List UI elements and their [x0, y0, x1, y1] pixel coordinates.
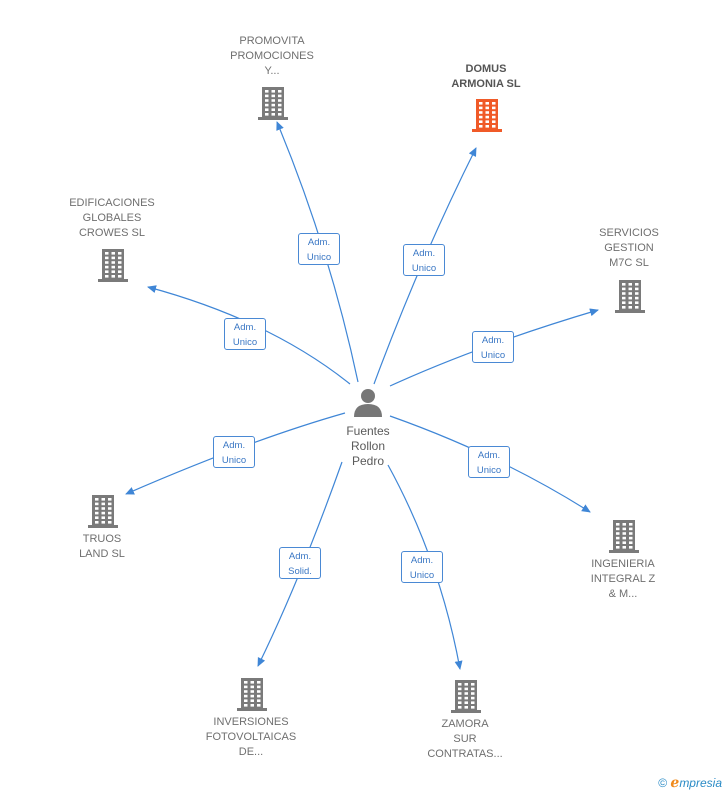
- company-label-inversiones[interactable]: INVERSIONES FOTOVOLTAICAS DE...: [205, 716, 297, 758]
- role-badge-zamora[interactable]: Adm. Unico: [401, 551, 443, 583]
- company-label-servicios[interactable]: SERVICIOS GESTION M7C SL: [599, 227, 659, 269]
- person-label[interactable]: Fuentes Rollon Pedro: [346, 424, 390, 468]
- building-icon-domus[interactable]: [472, 99, 502, 132]
- role-badge-inversiones[interactable]: Adm. Solid.: [279, 547, 321, 579]
- company-label-promovita[interactable]: PROMOVITA PROMOCIONES Y...: [230, 35, 314, 77]
- company-label-truos[interactable]: TRUOS LAND SL: [79, 533, 125, 560]
- building-icon-promovita[interactable]: [258, 87, 288, 120]
- building-icon-ingenieria[interactable]: [609, 520, 639, 553]
- empresia-logo-e: ℯ: [670, 774, 680, 790]
- company-label-ingenieria[interactable]: INGENIERIA INTEGRAL Z & M...: [590, 558, 656, 600]
- copyright-symbol: ©: [658, 776, 668, 790]
- building-icon-zamora[interactable]: [451, 680, 481, 713]
- building-icon-servicios[interactable]: [615, 280, 645, 313]
- building-icon-truos[interactable]: [88, 495, 118, 528]
- role-badge-truos[interactable]: Adm. Unico: [213, 436, 255, 468]
- role-badge-servicios[interactable]: Adm. Unico: [472, 331, 514, 363]
- role-badge-ingenieria[interactable]: Adm. Unico: [468, 446, 510, 478]
- empresia-logo-text: mpresia: [679, 776, 722, 790]
- empresia-footer[interactable]: © ℯmpresia: [658, 774, 722, 791]
- role-badge-domus[interactable]: Adm. Unico: [403, 244, 445, 276]
- role-badge-edificaciones[interactable]: Adm. Unico: [224, 318, 266, 350]
- building-icon-edificaciones[interactable]: [98, 249, 128, 282]
- building-icon-inversiones[interactable]: [237, 678, 267, 711]
- company-label-domus[interactable]: DOMUS ARMONIA SL: [451, 63, 521, 90]
- company-label-zamora[interactable]: ZAMORA SUR CONTRATAS...: [427, 718, 503, 760]
- company-label-edificaciones[interactable]: EDIFICACIONES GLOBALES CROWES SL: [69, 197, 155, 239]
- role-badge-promovita[interactable]: Adm. Unico: [298, 233, 340, 265]
- person-icon[interactable]: [354, 389, 382, 417]
